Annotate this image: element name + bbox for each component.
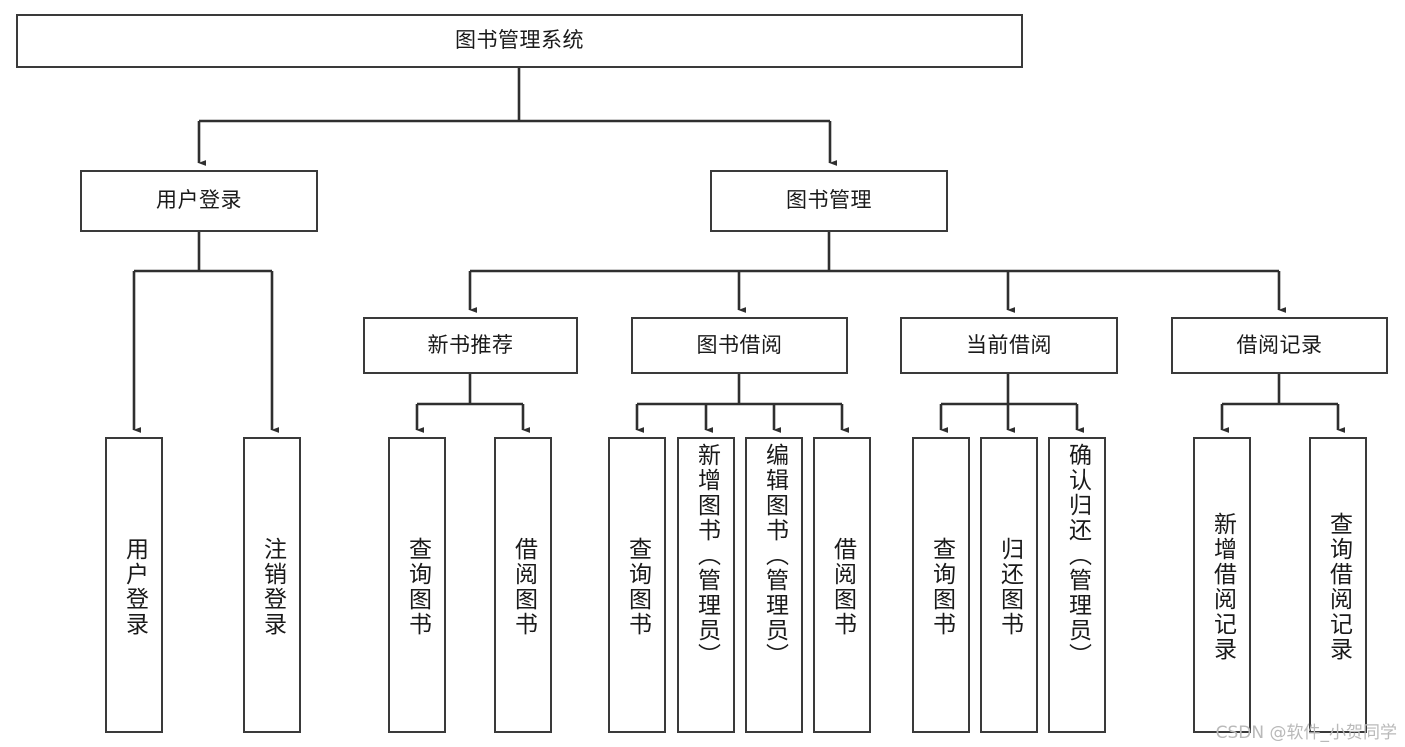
node-current-borrow[interactable]: 当前借阅 (900, 317, 1118, 374)
node-label: 查询图书 (404, 537, 431, 637)
node-label: 查询图书 (928, 537, 955, 637)
node-label: 借阅图书 (510, 537, 537, 637)
node-book-management[interactable]: 图书管理 (710, 170, 948, 232)
leaf-book-borrow-edit-book-admin[interactable]: 编辑图书（管理员） (745, 437, 803, 733)
leaf-current-borrow-return-book[interactable]: 归还图书 (980, 437, 1038, 733)
node-label: 图书管理 (786, 188, 872, 213)
node-label: 借阅图书 (829, 537, 856, 637)
node-label: 用户登录 (156, 188, 242, 213)
node-book-borrow[interactable]: 图书借阅 (631, 317, 848, 374)
leaf-book-borrow-add-book-admin[interactable]: 新增图书（管理员） (677, 437, 735, 733)
node-borrow-record[interactable]: 借阅记录 (1171, 317, 1388, 374)
leaf-user-login-logout[interactable]: 注销登录 (243, 437, 301, 733)
leaf-new-book-borrow-book[interactable]: 借阅图书 (494, 437, 552, 733)
node-label: 用户登录 (121, 537, 148, 637)
node-label: 编辑图书（管理员） (761, 443, 788, 668)
leaf-current-borrow-query-book[interactable]: 查询图书 (912, 437, 970, 733)
node-label: 确认归还（管理员） (1064, 443, 1091, 668)
leaf-current-borrow-confirm-return-admin[interactable]: 确认归还（管理员） (1048, 437, 1106, 733)
leaf-user-login-login[interactable]: 用户登录 (105, 437, 163, 733)
node-label: 图书借阅 (696, 332, 783, 357)
leaf-new-book-query-book[interactable]: 查询图书 (388, 437, 446, 733)
watermark-text: CSDN @软件_小贺同学 (1215, 723, 1397, 743)
leaf-book-borrow-borrow-book[interactable]: 借阅图书 (813, 437, 871, 733)
leaf-book-borrow-query-book[interactable]: 查询图书 (608, 437, 666, 733)
node-label: 借阅记录 (1236, 332, 1323, 357)
node-label: 新增借阅记录 (1209, 512, 1236, 662)
node-label: 当前借阅 (966, 332, 1052, 357)
node-label: 归还图书 (996, 537, 1023, 637)
node-user-login[interactable]: 用户登录 (80, 170, 318, 232)
node-label: 图书管理系统 (455, 28, 584, 53)
leaf-borrow-record-add-record[interactable]: 新增借阅记录 (1193, 437, 1251, 733)
node-label: 新书推荐 (427, 332, 514, 357)
node-label: 新增图书（管理员） (693, 443, 720, 668)
leaf-borrow-record-query-record[interactable]: 查询借阅记录 (1309, 437, 1367, 733)
node-new-book-recommend[interactable]: 新书推荐 (363, 317, 578, 374)
node-label: 查询图书 (624, 537, 651, 637)
node-label: 注销登录 (259, 537, 286, 637)
node-root-book-management-system[interactable]: 图书管理系统 (16, 14, 1023, 68)
node-label: 查询借阅记录 (1325, 512, 1352, 662)
